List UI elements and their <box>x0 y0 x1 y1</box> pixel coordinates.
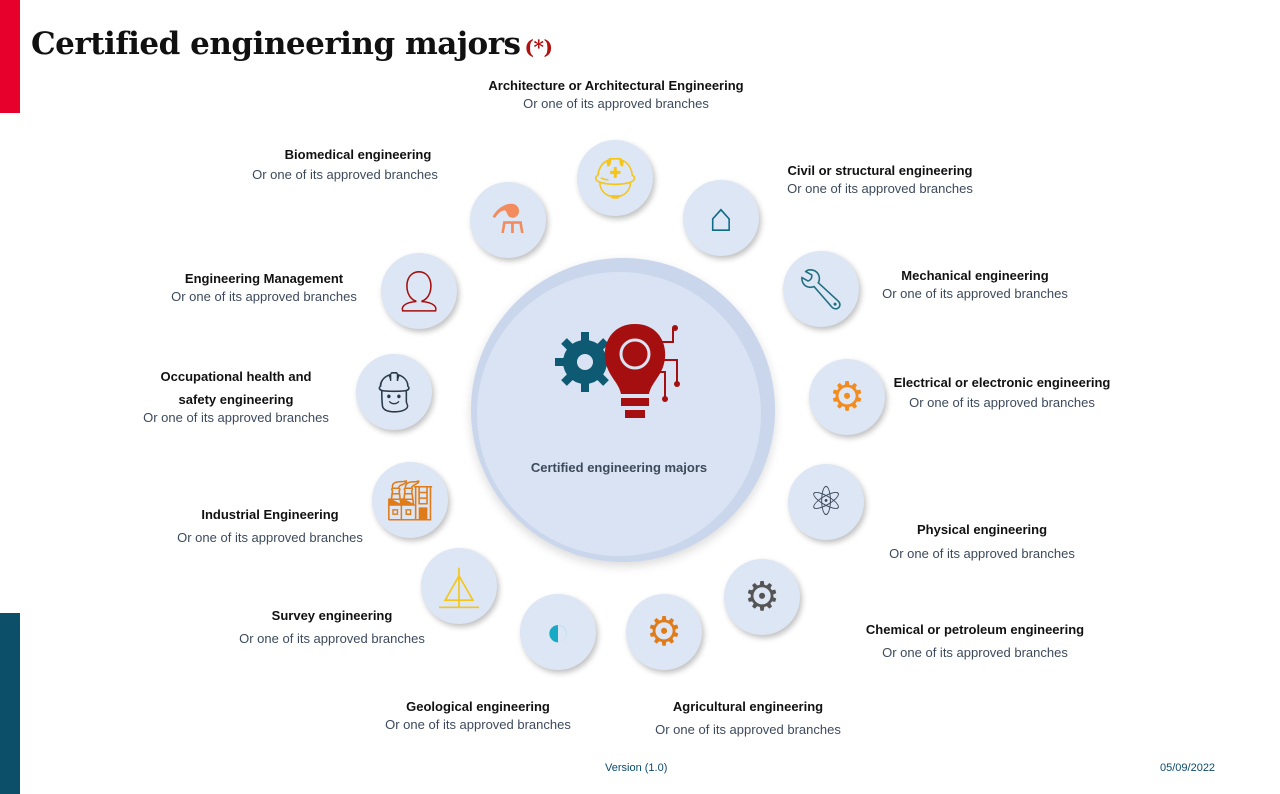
manager-chart-icon: 👤︎ <box>381 253 457 329</box>
theodolite-icon: ⏅ <box>421 548 497 624</box>
page-title: Certified engineering majors(*) <box>31 26 553 62</box>
globe-layers-icon: ◐ <box>520 594 596 670</box>
center-circle: Certified engineering majors <box>471 258 775 562</box>
title-note: (*) <box>524 35 553 59</box>
wheat-gear-icon: ⚙ <box>626 594 702 670</box>
lab-atom-icon: ⚗ <box>470 182 546 258</box>
house-ruler-icon: ⌂ <box>683 180 759 256</box>
flask-gear-icon: ⚙ <box>724 559 800 635</box>
safety-worker-icon: 👷︎ <box>356 354 432 430</box>
hardhat-gear-icon: ⛑ <box>577 140 653 216</box>
factory-icon: 🏭︎ <box>372 462 448 538</box>
lightbulb-gear-icon: ⚙ <box>809 359 885 435</box>
major-architecture: Architecture or Architectural Engineerin… <box>488 78 744 111</box>
accent-bar-teal <box>0 613 20 794</box>
version-label: Version (1.0) <box>605 762 668 774</box>
wrench-gears-icon: 🔧︎ <box>783 251 859 327</box>
center-label: Certified engineering majors <box>530 460 708 475</box>
date-label: 05/09/2022 <box>1160 762 1216 774</box>
accent-bar-red <box>0 0 20 113</box>
atom-icon: ⚛ <box>788 464 864 540</box>
gear-lightbulb-icon <box>555 324 680 418</box>
